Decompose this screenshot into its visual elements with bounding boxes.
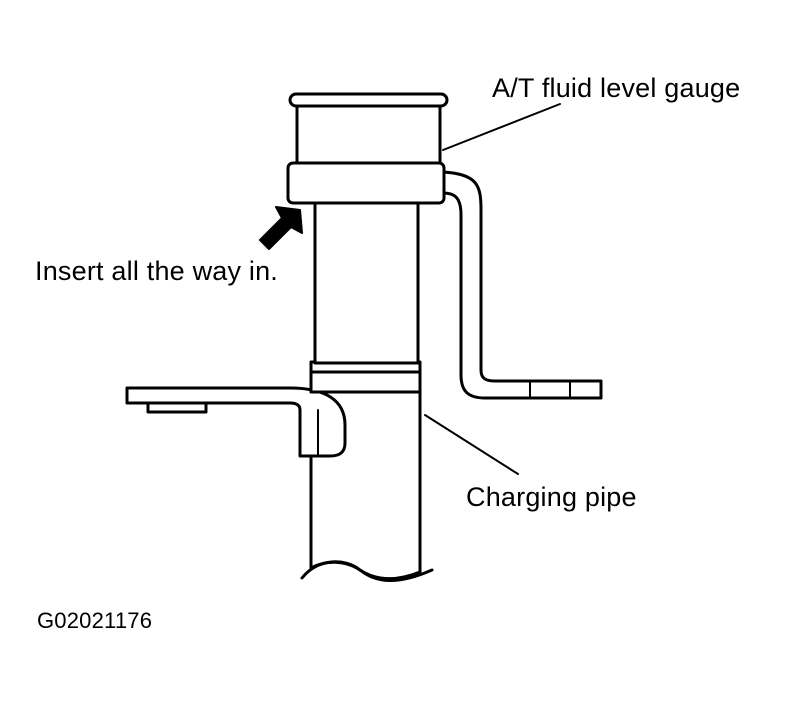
gauge-handle	[441, 170, 603, 400]
pipe-leader-line	[424, 414, 519, 475]
figure-code: G02021176	[37, 608, 153, 633]
insert-instruction-label: Insert all the way in.	[35, 256, 279, 286]
charging-pipe-label: Charging pipe	[466, 482, 637, 512]
pipe-bracket	[125, 386, 347, 458]
gauge-shaft	[313, 201, 420, 365]
gauge-head	[286, 92, 449, 205]
pipe-collar	[309, 360, 422, 394]
insert-arrow-icon	[259, 206, 303, 250]
gauge-leader-line	[442, 103, 561, 151]
gauge-label: A/T fluid level gauge	[492, 73, 741, 103]
